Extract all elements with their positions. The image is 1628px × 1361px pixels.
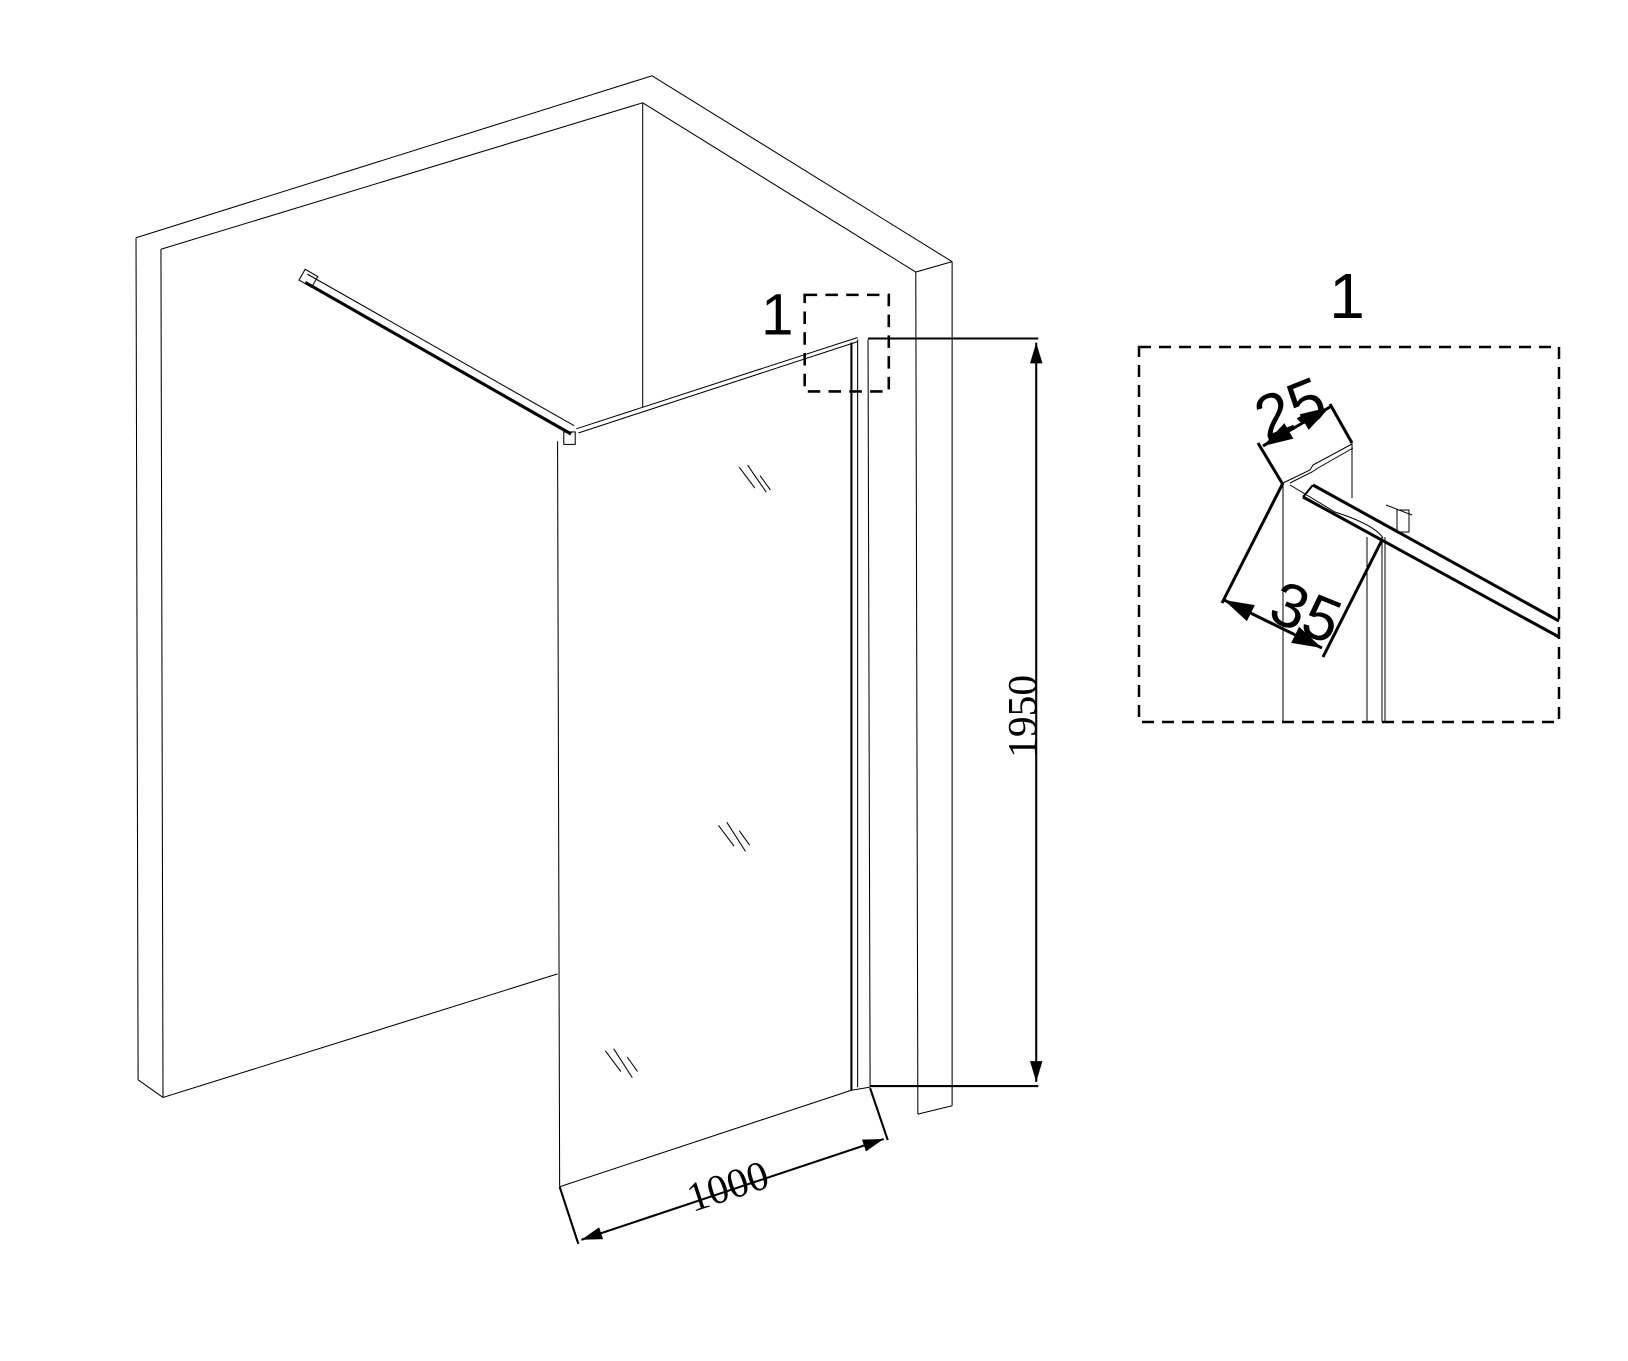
wall-bracket-icon [563, 431, 576, 445]
main-view: 1 1950 1000 [135, 75, 1045, 1245]
left-wall [135, 75, 953, 1099]
width-dimension: 1000 [558, 1087, 889, 1245]
stabiliser-bar [298, 268, 576, 445]
glass-reflection-mark [604, 464, 771, 1079]
detail-frame [1137, 345, 1561, 724]
profile-depth-label: 25 [1245, 364, 1335, 454]
detail-view: 1 25 35 [1137, 260, 1561, 724]
glass-panel [557, 336, 871, 1188]
detail-marker: 1 [761, 282, 891, 393]
detail-marker-label: 1 [761, 282, 793, 347]
height-dimension-label: 1950 [999, 675, 1045, 758]
profile-depth-dimension: 25 [1245, 364, 1354, 484]
height-dimension: 1950 [868, 337, 1045, 1088]
detail-title: 1 [1329, 260, 1365, 332]
right-wall [867, 261, 953, 1115]
profile-width-label: 35 [1261, 568, 1351, 658]
glass-section [1302, 483, 1560, 639]
width-dimension-label: 1000 [681, 1151, 774, 1220]
